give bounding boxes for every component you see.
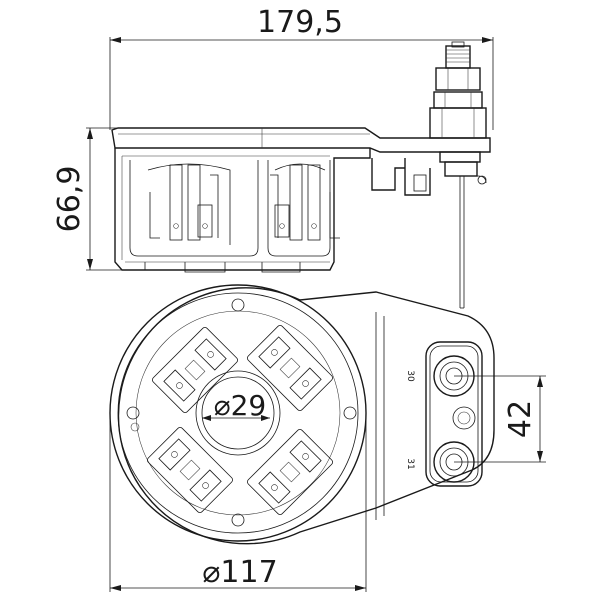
dim-bore-label: ⌀29 — [214, 389, 267, 422]
terminal-30-label: 30 — [405, 370, 415, 382]
dim-terminal-spacing-label: 42 — [503, 400, 538, 438]
socket-upper-right — [247, 325, 333, 411]
top-view: ⌀29 — [109, 284, 495, 545]
dim-base-diameter-label: ⌀117 — [202, 555, 277, 590]
socket-upper-left — [152, 327, 238, 413]
dimension-height: 66,9 — [52, 127, 125, 271]
dimension-base-diameter: ⌀117 — [109, 413, 367, 592]
dim-height-label: 66,9 — [52, 166, 87, 233]
socket-lower-right — [247, 429, 333, 515]
dimension-overall-length: 179,5 — [109, 5, 494, 130]
dimension-terminal-spacing: 42 — [454, 375, 546, 463]
side-view — [111, 41, 491, 309]
blade-terminals-right — [270, 164, 340, 241]
blade-terminals-left — [149, 164, 219, 241]
side-terminal-stud — [429, 41, 487, 309]
central-bore: ⌀29 — [195, 370, 281, 456]
dim-overall-length-label: 179,5 — [257, 5, 343, 40]
mounting-holes — [126, 298, 357, 527]
terminal-center — [452, 406, 476, 430]
socket-lower-left — [147, 427, 233, 513]
terminal-31-label: 31 — [405, 458, 415, 469]
